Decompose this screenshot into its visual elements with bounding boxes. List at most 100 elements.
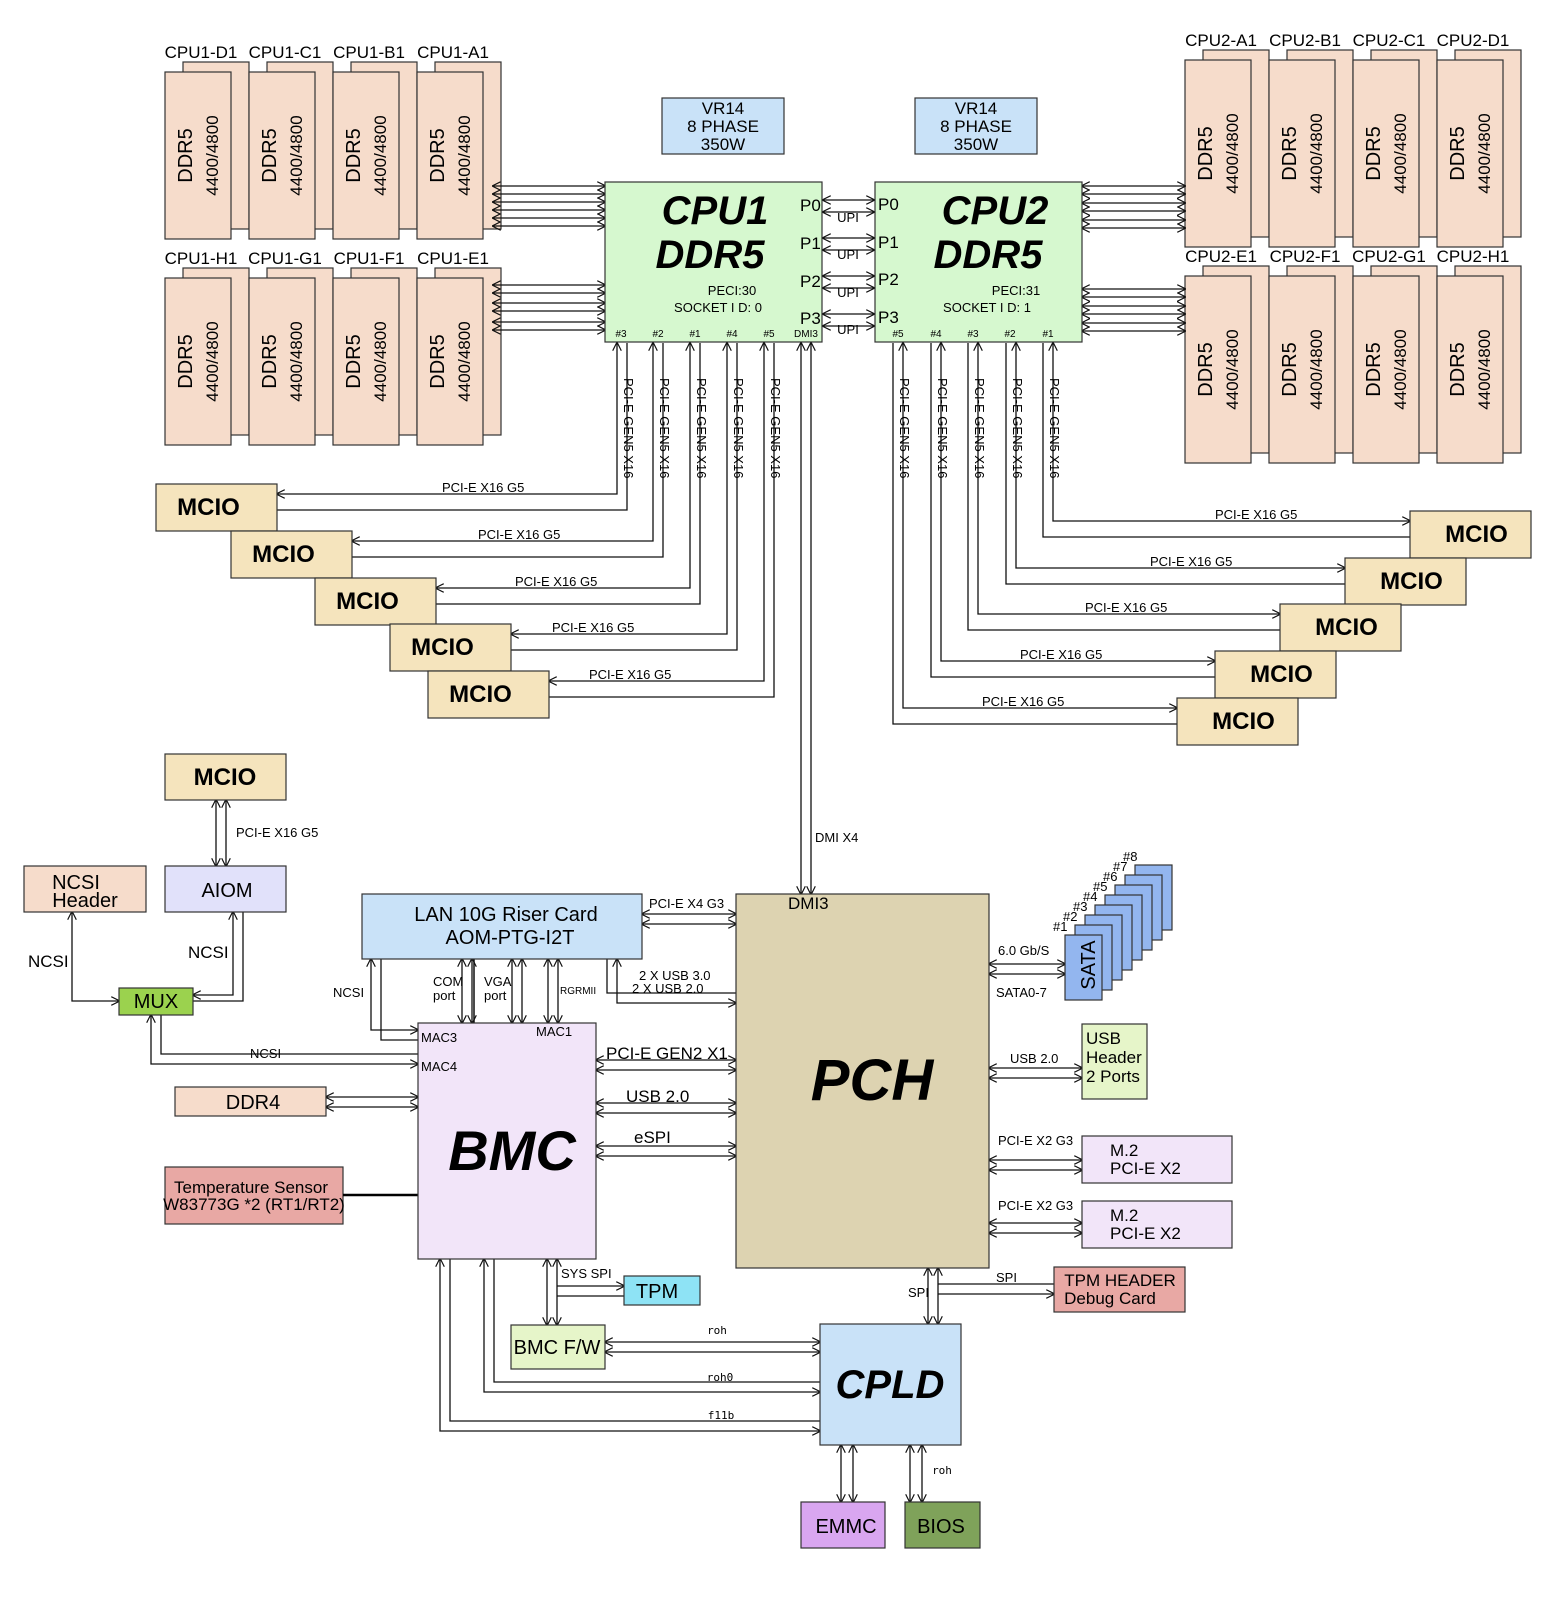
mcio-box: MCIO xyxy=(230,530,353,579)
tpm-header-box: TPM HEADER Debug Card xyxy=(1053,1266,1186,1313)
temp-sensor-box: Temperature Sensor W83773G *2 (RT1/RT2) xyxy=(163,1166,345,1225)
cpu2-block: CPU2 DDR5 PECI:31 SOCKET I D: 1 P0 P1 P2… xyxy=(874,181,1083,343)
dimm-type: DDR5 xyxy=(1363,342,1385,396)
pcie-x16-label: PCI-E X16 G5 xyxy=(1150,554,1232,569)
bmc-block: BMC MAC3 MAC4 MAC1 xyxy=(417,1022,597,1260)
dimm-label: CPU2-H1 xyxy=(1437,247,1510,266)
dimm-speed: 4400/4800 xyxy=(287,321,306,401)
dimm-label: CPU1-B1 xyxy=(333,43,405,62)
cpu1-port-p1: P1 xyxy=(800,234,821,253)
cpu1-bport: #2 xyxy=(652,329,664,340)
mcio-box: MCIO xyxy=(427,670,550,719)
mcio-box: MCIO xyxy=(314,577,437,626)
dimm-speed: 4400/4800 xyxy=(1223,329,1242,409)
cpu1-bport: #5 xyxy=(763,329,775,340)
roh0-label: roh0 xyxy=(707,1371,734,1384)
pcie-x16-label: PCI-E X16 G5 xyxy=(1215,507,1297,522)
dimm-type: DDR5 xyxy=(1279,126,1301,180)
dimm-speed: 4400/4800 xyxy=(1475,113,1494,193)
sata-port-num: #8 xyxy=(1123,849,1137,864)
link-line xyxy=(892,343,1177,725)
m2-box-2: M.2 PCI-E X2 xyxy=(1081,1200,1233,1249)
vr-cpu2: VR14 8 PHASE 350W xyxy=(914,97,1038,155)
pcie-x2-label: PCI-E X2 G3 xyxy=(998,1198,1073,1213)
dimm-front xyxy=(1436,275,1504,464)
cpu1-peci: PECI:30 xyxy=(708,283,756,298)
pcie-gen5-label: PCI-E GEN5 X16 xyxy=(731,378,746,478)
dimm-label: CPU2-F1 xyxy=(1270,247,1341,266)
sata-port-num: #7 xyxy=(1113,859,1127,874)
dimm-speed: 4400/4800 xyxy=(287,115,306,195)
dimm-label: CPU2-B1 xyxy=(1269,31,1341,50)
pcie-x16-label: PCI-E X16 G5 xyxy=(236,825,318,840)
dimm-front xyxy=(1268,59,1336,248)
dimm-label: CPU1-D1 xyxy=(165,43,238,62)
dimm-type: DDR5 xyxy=(1195,126,1217,180)
ncsi-header-line2: Header xyxy=(52,890,118,912)
bmc-fw-label: BMC F/W xyxy=(514,1337,601,1359)
mcio-box: MCIO xyxy=(1409,510,1532,559)
pcie-x16-label: PCI-E X16 G5 xyxy=(1085,600,1167,615)
mcio-rect xyxy=(389,623,512,672)
dimm-front xyxy=(1184,59,1252,248)
cpu2-socket: SOCKET I D: 1 xyxy=(943,300,1031,315)
link-line xyxy=(549,343,764,681)
aiom-box: AIOM xyxy=(164,865,287,913)
usb20-header-label: USB 2.0 xyxy=(1010,1051,1058,1066)
cpu1-mem: DDR5 xyxy=(656,233,766,277)
com-label: COM xyxy=(433,974,463,989)
dimm-type: DDR5 xyxy=(259,334,281,388)
pcie-gen5-label: PCI-E GEN5 X16 xyxy=(1047,378,1062,478)
mcio-box: MCIO xyxy=(1344,557,1467,606)
aiom-label: AIOM xyxy=(201,880,252,902)
pcie-gen5-label: PCI-E GEN5 X16 xyxy=(621,378,636,478)
sys-spi-label: SYS SPI xyxy=(561,1266,612,1281)
m2-line1: M.2 xyxy=(1110,1141,1138,1160)
tpm-header-line1: TPM HEADER xyxy=(1064,1271,1175,1290)
dimm-front xyxy=(1352,59,1420,248)
dimm-label: CPU1-E1 xyxy=(417,249,489,268)
pcie-gen5-label: PCI-E GEN5 X16 xyxy=(935,378,950,478)
pcie-x16-label: PCI-E X16 G5 xyxy=(982,694,1064,709)
cpu2-bport: #1 xyxy=(1042,329,1054,340)
mcio-label: MCIO xyxy=(252,541,315,568)
m2-line2: PCI-E X2 xyxy=(1110,1224,1181,1243)
vga-label: VGA xyxy=(484,974,512,989)
sata-port-num: #6 xyxy=(1103,869,1117,884)
cpu2-bport: #5 xyxy=(892,329,904,340)
mux-box: MUX xyxy=(118,987,194,1016)
dimm-label: CPU1-A1 xyxy=(417,43,489,62)
pcie-gen5-label: PCI-E GEN5 X16 xyxy=(657,378,672,478)
bios-box: BIOS xyxy=(904,1501,981,1549)
mcio-label: MCIO xyxy=(194,764,257,791)
ddr4-label: DDR4 xyxy=(226,1092,280,1114)
cpu2-bport: #3 xyxy=(967,329,979,340)
mcio-label: MCIO xyxy=(1315,614,1378,641)
dimm-front xyxy=(248,71,316,240)
pcie-gen5-label: PCI-E GEN5 X16 xyxy=(897,378,912,478)
lan-line1: LAN 10G Riser Card xyxy=(414,904,597,926)
bmc-mac3: MAC3 xyxy=(421,1030,457,1045)
sata-ports: SATA0-7 xyxy=(996,985,1047,1000)
bmc-fw-box: BMC F/W xyxy=(510,1324,606,1370)
cpu1-socket: SOCKET I D: 0 xyxy=(674,300,762,315)
upi-label: UPI xyxy=(837,247,859,262)
espi-label: eSPI xyxy=(634,1128,671,1147)
vr-cpu1: VR14 8 PHASE 350W xyxy=(661,97,785,155)
link-line xyxy=(617,959,736,1003)
link-line xyxy=(549,343,775,698)
dimm-speed: 4400/4800 xyxy=(371,115,390,195)
dimm-speed: 4400/4800 xyxy=(203,321,222,401)
m2-box-1: M.2 PCI-E X2 xyxy=(1081,1135,1233,1184)
tpm-label: TPM xyxy=(636,1281,678,1303)
pcie-x16-label: PCI-E X16 G5 xyxy=(552,620,634,635)
dimm-type: DDR5 xyxy=(1279,342,1301,396)
cpu1-bport: #1 xyxy=(689,329,701,340)
spi-label: SPI xyxy=(908,1285,929,1300)
m2-line2: PCI-E X2 xyxy=(1110,1159,1181,1178)
